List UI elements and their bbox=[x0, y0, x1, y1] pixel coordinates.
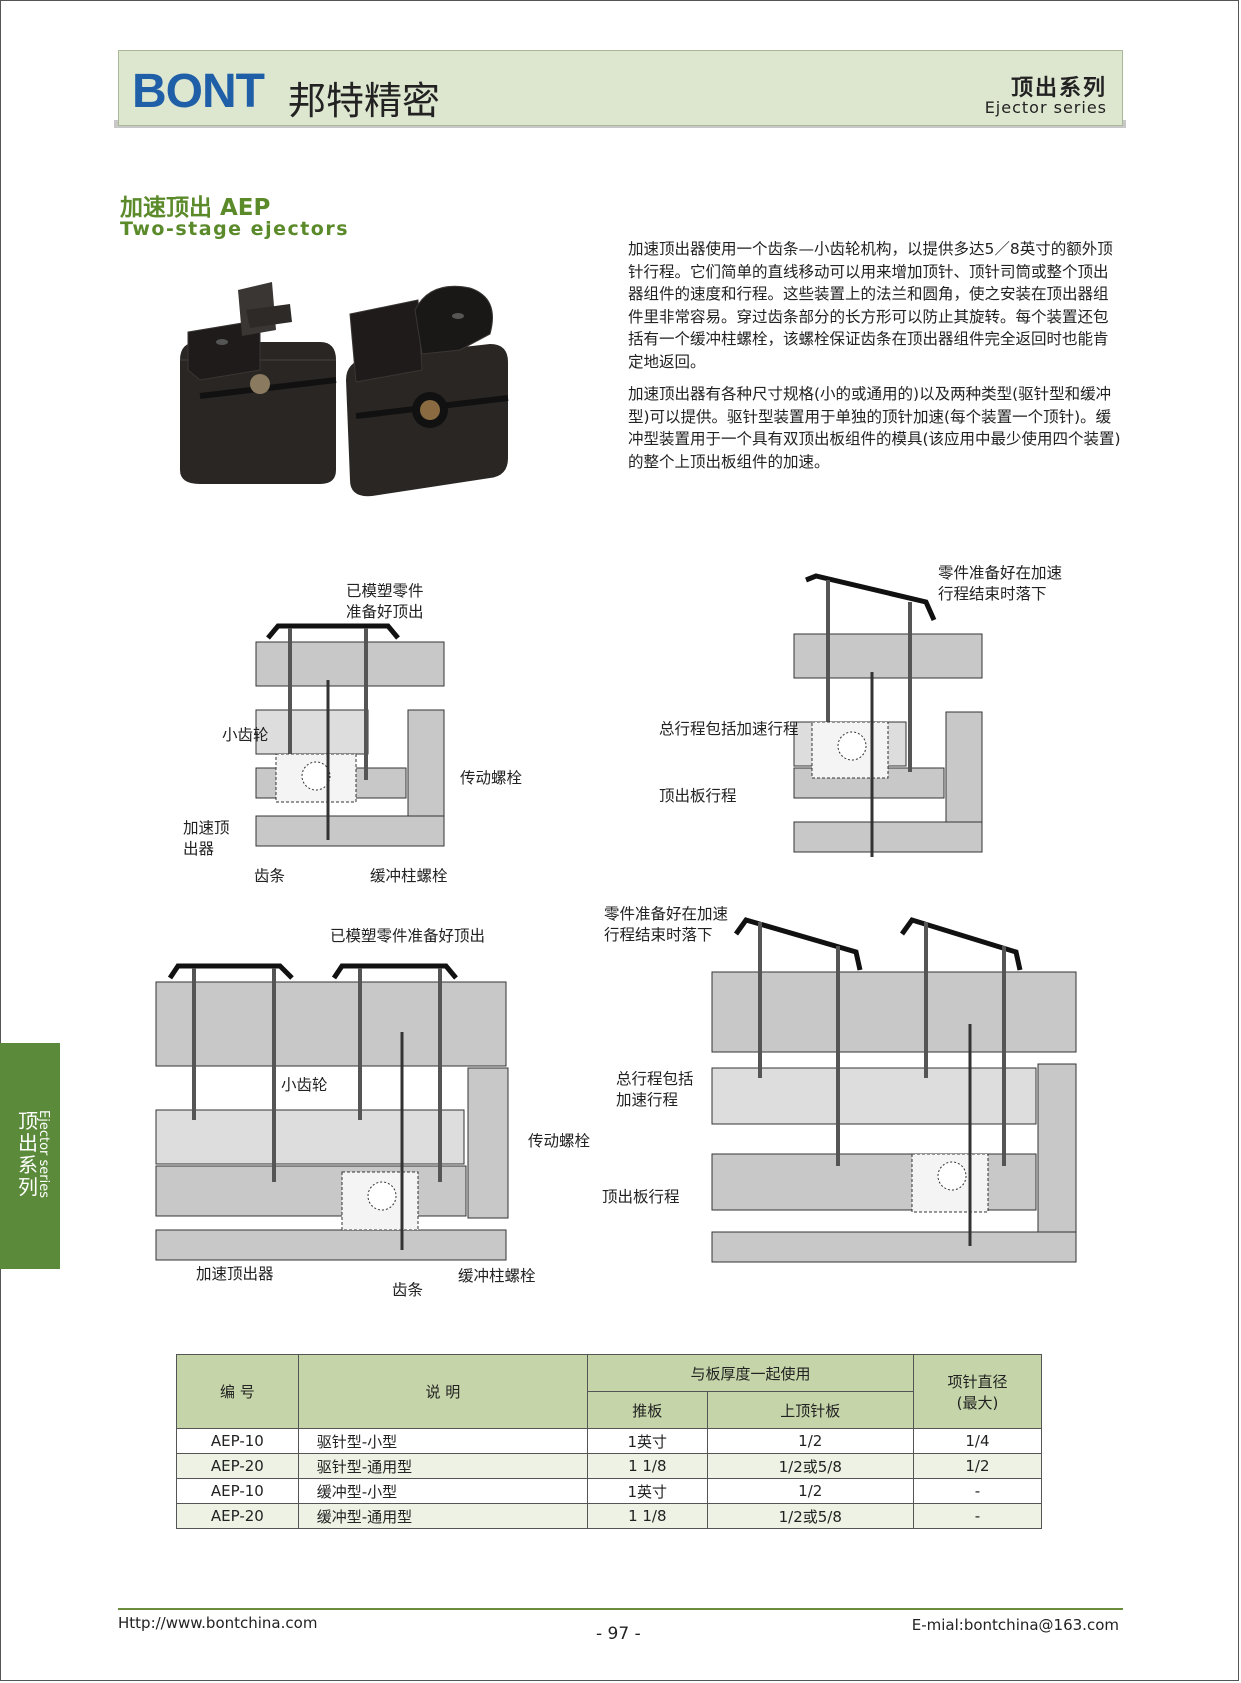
row-dia: 1/4 bbox=[912, 1428, 1043, 1454]
d3-ejector-label: 加速顶出器 bbox=[196, 1265, 274, 1283]
side-tab bbox=[0, 1043, 60, 1269]
table-row: AEP-10 缓冲型-小型 1英寸 1/2 - bbox=[176, 1478, 1043, 1504]
row-desc: 驱针型-小型 bbox=[297, 1428, 589, 1454]
diagram-1-drawing bbox=[255, 623, 445, 847]
diagram-3-drawing bbox=[155, 963, 509, 1261]
side-tab-en: Ejector series bbox=[36, 1110, 51, 1198]
row-desc: 驱针型-通用型 bbox=[297, 1453, 589, 1479]
table-row: AEP-20 缓冲型-通用型 1 1/8 1/2或5/8 - bbox=[176, 1503, 1043, 1529]
d3-drive-bolt-label: 传动螺栓 bbox=[528, 1132, 591, 1150]
d2-plate-stroke-label: 顶出板行程 bbox=[659, 787, 737, 805]
diagram-2-drawing bbox=[793, 573, 983, 857]
row-upper: 1/2 bbox=[706, 1478, 914, 1504]
header-pin-dia: 项针直径 (最大) bbox=[912, 1354, 1043, 1429]
intro-text: 加速顶出器使用一个齿条—小齿轮机构，以提供多达5／8英寸的额外顶针行程。它们简单… bbox=[628, 238, 1122, 483]
row-code: AEP-10 bbox=[176, 1428, 299, 1454]
diagram-4-drawing bbox=[711, 917, 1077, 1263]
row-upper: 1/2 bbox=[706, 1428, 914, 1454]
row-upper: 1/2或5/8 bbox=[706, 1503, 914, 1529]
row-upper: 1/2或5/8 bbox=[706, 1453, 914, 1479]
row-code: AEP-20 bbox=[176, 1453, 299, 1479]
row-push: 1 1/8 bbox=[587, 1453, 708, 1479]
d1-rack-label: 齿条 bbox=[254, 867, 286, 885]
d1-part-ready-label: 已模塑零件 准备好顶出 bbox=[346, 582, 424, 621]
footer-email-link[interactable]: E-mial:bontchina@163.com bbox=[911, 1616, 1119, 1634]
footer-divider bbox=[118, 1608, 1123, 1610]
side-tab-cn: 顶出系列 bbox=[18, 1109, 38, 1199]
row-push: 1 1/8 bbox=[587, 1503, 708, 1529]
intro-paragraph-2: 加速顶出器有各种尺寸规格(小的或通用的)以及两种类型(驱针型和缓冲型)可以提供。… bbox=[628, 385, 1121, 471]
header-push-plate: 推板 bbox=[587, 1391, 708, 1429]
d1-buffer-bolt-label: 缓冲柱螺栓 bbox=[370, 867, 448, 885]
intro-paragraph-1: 加速顶出器使用一个齿条—小齿轮机构，以提供多达5／8英寸的额外顶针行程。它们简单… bbox=[628, 240, 1113, 371]
row-code: AEP-10 bbox=[176, 1478, 299, 1504]
header-thickness: 与板厚度一起使用 bbox=[587, 1354, 914, 1392]
header-upper-plate: 上顶针板 bbox=[706, 1391, 914, 1429]
footer-website-link[interactable]: Http://www.bontchina.com bbox=[118, 1614, 318, 1632]
d3-buffer-bolt-label: 缓冲柱螺栓 bbox=[458, 1267, 536, 1285]
row-dia: - bbox=[912, 1503, 1043, 1529]
d1-ejector-label: 加速顶 出器 bbox=[183, 819, 230, 858]
header-band bbox=[118, 50, 1123, 126]
row-push: 1英寸 bbox=[587, 1428, 708, 1454]
product-photo bbox=[180, 282, 509, 497]
footer-page-number: - 97 - bbox=[596, 1624, 641, 1644]
d3-rack-label: 齿条 bbox=[392, 1281, 424, 1299]
d4-part-drop-label: 零件准备好在加速 行程结束时落下 bbox=[604, 905, 729, 944]
spec-table: 编 号 说 明 与板厚度一起使用 项针直径 (最大) 推板 上顶针板 AEP-1… bbox=[176, 1354, 1043, 1529]
row-dia: - bbox=[912, 1478, 1043, 1504]
row-desc: 缓冲型-小型 bbox=[297, 1478, 589, 1504]
header-desc: 说 明 bbox=[297, 1354, 589, 1429]
d1-pinion-label: 小齿轮 bbox=[222, 726, 269, 744]
header-code: 编 号 bbox=[176, 1354, 299, 1429]
d2-part-drop-label: 零件准备好在加速 行程结束时落下 bbox=[938, 564, 1063, 603]
bont-logo: BONT bbox=[132, 65, 265, 118]
product-title-en: Two-stage ejectors bbox=[120, 218, 350, 240]
row-dia: 1/2 bbox=[912, 1453, 1043, 1479]
d1-drive-bolt-label: 传动螺栓 bbox=[460, 769, 523, 787]
table-row: AEP-10 驱针型-小型 1英寸 1/2 1/4 bbox=[176, 1428, 1043, 1454]
table-row: AEP-20 驱针型-通用型 1 1/8 1/2或5/8 1/2 bbox=[176, 1453, 1043, 1479]
row-push: 1英寸 bbox=[587, 1478, 708, 1504]
row-code: AEP-20 bbox=[176, 1503, 299, 1529]
logo-chinese-name: 邦特精密 bbox=[288, 79, 441, 123]
d3-pinion-label: 小齿轮 bbox=[281, 1076, 328, 1094]
d2-total-stroke-label: 总行程包括加速行程 bbox=[659, 720, 799, 738]
product-title-cn: 加速顶出 AEP bbox=[120, 195, 271, 221]
d4-total-stroke-label: 总行程包括 加速行程 bbox=[616, 1070, 694, 1109]
row-desc: 缓冲型-通用型 bbox=[297, 1503, 589, 1529]
series-title-cn: 顶出系列 bbox=[1010, 76, 1107, 101]
series-title-en: Ejector series bbox=[984, 98, 1107, 117]
d4-plate-stroke-label: 顶出板行程 bbox=[602, 1188, 680, 1206]
d3-part-ready-label: 已模塑零件准备好顶出 bbox=[330, 927, 486, 945]
